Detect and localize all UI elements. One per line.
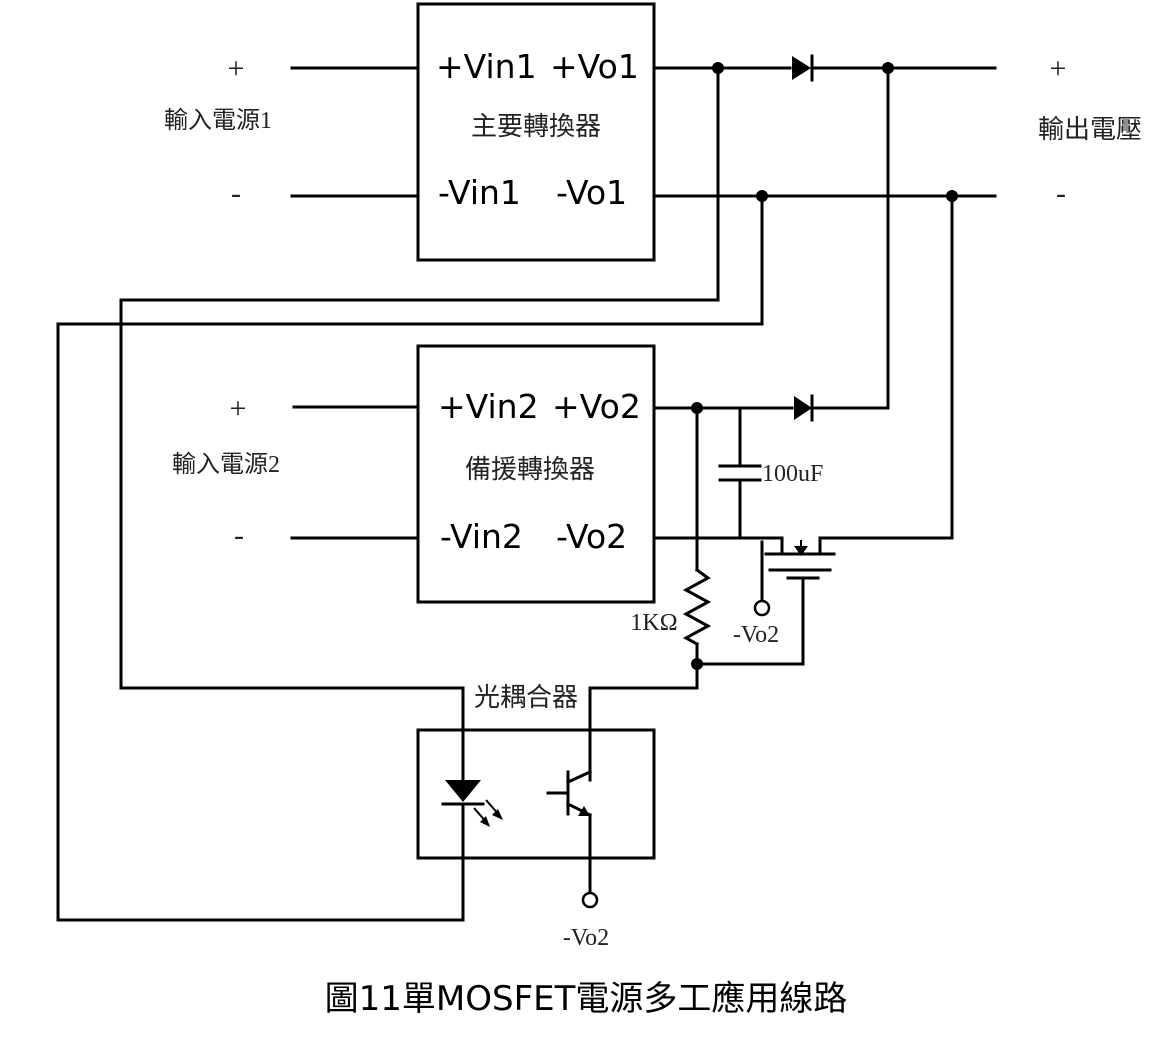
main-pin-vin-pos: +Vin1 [436, 47, 537, 86]
junction-output-neg [946, 190, 958, 202]
input2-label: 輸入電源2 [172, 451, 280, 478]
backup-pin-vo-pos: +Vo2 [552, 387, 641, 426]
wire-led-cathode [56, 194, 764, 922]
backup-pin-vo-neg: -Vo2 [556, 517, 627, 556]
capacitor-label: 100uF [762, 461, 823, 487]
resistor-label: 1KΩ [630, 610, 677, 636]
backup-converter-name: 備援轉換器 [465, 455, 595, 485]
resistor-1k [682, 406, 712, 690]
main-converter-name: 主要轉換器 [471, 112, 601, 142]
optocoupler-phototransistor [546, 770, 593, 894]
capacitor-100uf [718, 406, 762, 540]
backup-pin-vin-pos: +Vin2 [438, 387, 539, 426]
optocoupler-led [441, 780, 503, 827]
main-pin-vo-pos: +Vo1 [550, 47, 639, 86]
input1-label: 輸入電源1 [164, 107, 272, 134]
main-converter-box [416, 2, 656, 262]
backup-pin-vin-neg: -Vin2 [440, 517, 523, 556]
wire-transistor-collector [588, 662, 699, 782]
mosfet [760, 536, 836, 602]
wire-mosfet-gate [695, 576, 805, 666]
optocoupler-emitter-label: -Vo2 [563, 925, 609, 951]
output-label: 輸出電壓 [1038, 115, 1142, 145]
diode-1 [792, 54, 814, 82]
input2-minus-sign: - [234, 519, 244, 552]
wire-led-anode [119, 66, 720, 782]
diode-2 [794, 394, 814, 422]
optocoupler-box [416, 728, 656, 860]
junction-vo1-neg [756, 190, 768, 202]
output-plus-sign: + [1050, 52, 1067, 85]
optocoupler-emitter-terminal [581, 891, 599, 909]
junction-vo1-pos [712, 62, 724, 74]
input1-minus-sign: - [231, 177, 241, 210]
wire-mosfet-drain [818, 194, 954, 540]
mosfet-source-terminal [753, 599, 771, 617]
main-pin-vin-neg: -Vin1 [438, 173, 521, 212]
backup-converter-box [416, 344, 656, 604]
output-minus-sign: - [1056, 177, 1066, 210]
main-pin-vo-neg: -Vo1 [556, 173, 627, 212]
figure-caption: 圖11單MOSFET電源多工應用線路 [325, 979, 848, 1019]
junction-output-pos [882, 62, 894, 74]
mosfet-source-label: -Vo2 [733, 622, 779, 648]
input1-plus-sign: + [228, 52, 245, 85]
optocoupler-label: 光耦合器 [474, 683, 578, 713]
input2-plus-sign: + [230, 392, 247, 425]
wire-diode2-out [810, 66, 890, 410]
